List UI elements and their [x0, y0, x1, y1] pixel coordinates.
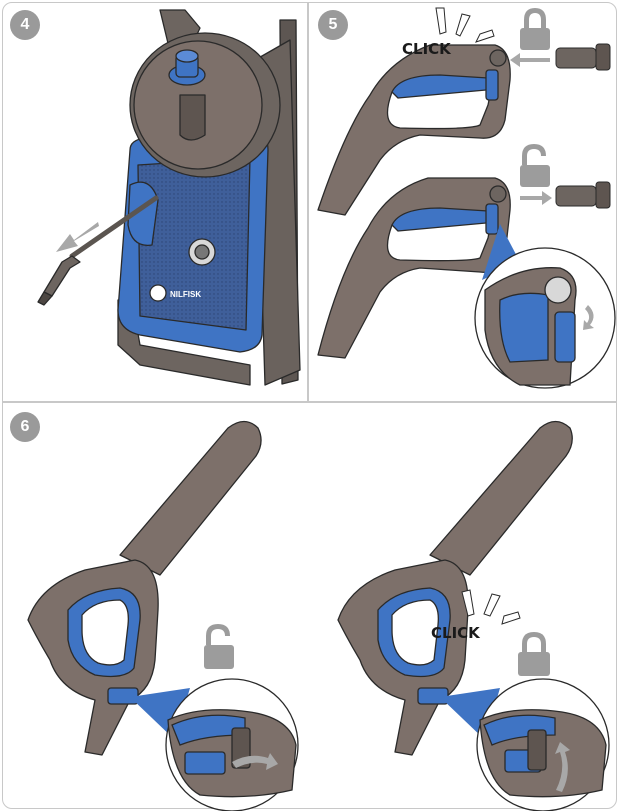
- spray-gun-step6-left: [27, 420, 262, 756]
- step-4-badge: 4: [10, 10, 40, 40]
- spray-gun-lower: [317, 177, 511, 359]
- push-arrow-icon: [510, 53, 550, 67]
- rotate-arrow-icon-6-left: [232, 753, 278, 770]
- padlock-unlocked-icon: [520, 144, 550, 187]
- click-label-5: CLICK: [402, 40, 452, 58]
- rotate-arrow-icon-6-right: [555, 742, 570, 792]
- brand-mark-text: NILFISK: [170, 290, 201, 299]
- spray-gun-upper: [317, 44, 511, 216]
- lance-nozzle-upper: [555, 43, 611, 71]
- padlock-locked-icon: [520, 8, 550, 50]
- pull-arrow-icon: [56, 222, 99, 252]
- click-label-6: CLICK: [431, 624, 481, 642]
- step-5-badge: 5: [318, 10, 348, 40]
- zoom-detail-6-right: [440, 678, 610, 811]
- click-burst-6: [461, 589, 521, 625]
- spray-gun-step6-right: [337, 420, 573, 756]
- padlock-unlocked-icon-6: [204, 624, 234, 669]
- click-burst-5: [435, 7, 495, 43]
- pressure-washer-illustration: NILFISK: [37, 9, 301, 386]
- release-arrow-icon: [520, 191, 552, 205]
- lance-nozzle-lower: [555, 181, 611, 209]
- zoom-detail-5: [474, 224, 616, 389]
- step-6-badge: 6: [10, 412, 40, 442]
- padlock-locked-icon-6: [518, 632, 550, 676]
- rotate-arrow-icon: [583, 305, 594, 330]
- zoom-detail-6-left: [130, 678, 299, 811]
